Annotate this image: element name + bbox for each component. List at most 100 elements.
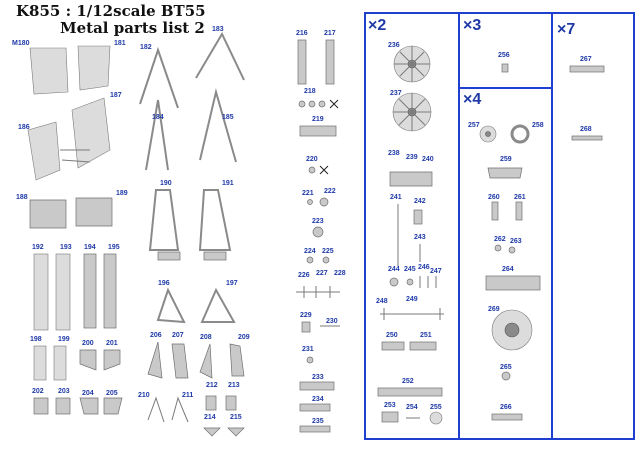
label-206: 206 — [150, 332, 162, 339]
label-261: 261 — [514, 194, 526, 201]
part-233 — [299, 381, 335, 391]
part-252 — [377, 387, 443, 397]
label-193: 193 — [60, 244, 72, 251]
label-255: 255 — [430, 404, 442, 411]
part-191 — [198, 189, 232, 251]
label-205: 205 — [106, 390, 118, 397]
label-183: 183 — [212, 26, 224, 33]
part-245 — [406, 278, 414, 286]
part-198 — [33, 345, 47, 381]
part-223 — [312, 226, 324, 238]
label-259: 259 — [500, 156, 512, 163]
label-264: 264 — [502, 266, 514, 273]
part-190 — [148, 189, 180, 251]
label-250: 250 — [386, 332, 398, 339]
part-197 — [200, 287, 236, 323]
label-258: 258 — [532, 122, 544, 129]
part-207 — [171, 343, 189, 379]
label-218: 218 — [304, 88, 316, 95]
label-254: 254 — [406, 404, 418, 411]
part-224 — [306, 256, 314, 264]
part-196 — [156, 287, 186, 324]
label-228: 228 — [334, 270, 346, 277]
part-219 — [299, 125, 337, 137]
label-197: 197 — [226, 280, 238, 287]
label-226: 226 — [298, 272, 310, 279]
part-248-249 — [380, 308, 444, 320]
label-187: 187 — [110, 92, 122, 99]
group-x2-label: ×2 — [368, 17, 387, 34]
part-189 — [75, 197, 113, 227]
part-244 — [389, 277, 399, 287]
part-269 — [491, 309, 533, 351]
label-211: 211 — [182, 392, 194, 399]
part-221 — [307, 199, 313, 205]
label-237: 237 — [390, 90, 402, 97]
group-x3-label: ×3 — [463, 17, 482, 34]
part-259 — [487, 167, 523, 179]
label-239: 239 — [406, 154, 418, 161]
label-199: 199 — [58, 336, 70, 343]
part-217 — [325, 39, 335, 85]
part-265 — [501, 371, 511, 381]
label-251: 251 — [420, 332, 432, 339]
part-226 — [296, 286, 340, 298]
part-268 — [571, 135, 603, 141]
part-236 — [393, 45, 431, 83]
part-237 — [392, 92, 432, 132]
part-192 — [33, 253, 49, 331]
part-264 — [485, 275, 541, 291]
part-208 — [199, 343, 213, 379]
label-212: 212 — [206, 382, 218, 389]
label-189: 189 — [116, 190, 128, 197]
label-269: 269 — [488, 306, 500, 313]
label-268: 268 — [580, 126, 592, 133]
label-263: 263 — [510, 238, 522, 245]
part-220 — [308, 165, 329, 175]
part-202 — [33, 397, 49, 415]
part-209 — [229, 343, 245, 377]
label-236: 236 — [388, 42, 400, 49]
part-238-240 — [389, 171, 433, 187]
label-247: 247 — [430, 268, 442, 275]
label-253: 253 — [384, 402, 396, 409]
label-256: 256 — [498, 52, 510, 59]
label-240: 240 — [422, 156, 434, 163]
part-187 — [71, 97, 111, 169]
part-206 — [147, 341, 163, 379]
label-229: 229 — [300, 312, 312, 319]
part-210 — [147, 396, 165, 423]
part-m180 — [29, 47, 69, 95]
label-243: 243 — [414, 234, 426, 241]
label-198: 198 — [30, 336, 42, 343]
label-260: 260 — [488, 194, 500, 201]
label-220: 220 — [306, 156, 318, 163]
part-204 — [79, 397, 99, 415]
label-181: 181 — [114, 40, 126, 47]
label-241: 241 — [390, 194, 402, 201]
label-219: 219 — [312, 116, 324, 123]
part-225 — [322, 256, 330, 264]
part-211 — [171, 396, 189, 423]
label-225: 225 — [322, 248, 334, 255]
label-221: 221 — [302, 190, 314, 197]
part-231 — [306, 356, 314, 364]
part-255 — [429, 411, 443, 425]
sheet-title: K855 : 1/12scale BT55 — [16, 2, 206, 20]
label-233: 233 — [312, 374, 324, 381]
part-203 — [55, 397, 71, 415]
label-267: 267 — [580, 56, 592, 63]
part-199 — [53, 345, 67, 381]
part-185 — [199, 88, 237, 163]
label-209: 209 — [238, 334, 250, 341]
part-262 — [494, 244, 502, 252]
label-230: 230 — [326, 318, 338, 325]
label-238: 238 — [388, 150, 400, 157]
label-217: 217 — [324, 30, 336, 37]
part-183 — [195, 31, 245, 81]
part-182 — [139, 46, 179, 109]
part-242 — [413, 209, 423, 225]
part-193 — [55, 253, 71, 331]
part-234 — [299, 403, 331, 412]
part-181 — [77, 45, 111, 91]
